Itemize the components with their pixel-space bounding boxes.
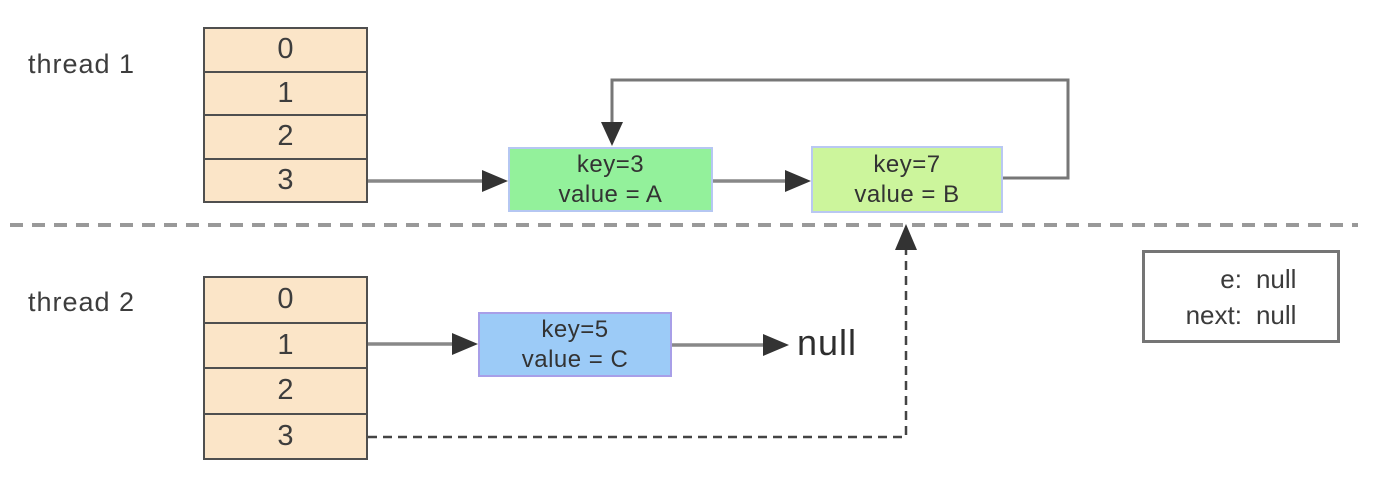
arrowhead-icon <box>601 122 623 146</box>
node-value-text: value = B <box>854 180 960 208</box>
arrowhead-icon <box>482 170 508 192</box>
arrow-node-a-to-node-b <box>713 170 811 192</box>
node-value-text: value = C <box>521 345 629 373</box>
bucket-cell: 3 <box>277 163 294 196</box>
node-key-text: key=3 <box>576 150 645 178</box>
pointer-state-grid: e: null next: null <box>1186 261 1297 333</box>
entry-node-key3: key=3 value = A <box>508 147 713 212</box>
dashed-arrow-bucket3-to-node-b <box>368 224 917 439</box>
e-pointer-value: null <box>1255 263 1297 294</box>
arrowhead-icon <box>895 224 917 250</box>
null-terminator-label: null <box>797 322 858 363</box>
arrowhead-icon <box>763 334 789 356</box>
arrow-node-c-to-null <box>672 334 789 356</box>
thread1-bucket-array: 0 1 2 3 <box>203 27 368 203</box>
entry-node-key5: key=5 value = C <box>478 312 672 377</box>
arrowhead-icon <box>785 170 811 192</box>
bucket-cell: 2 <box>205 116 366 160</box>
next-pointer-label: next: <box>1185 299 1242 330</box>
bucket-cell: 0 <box>205 278 366 324</box>
bucket-cell: 3 <box>277 419 294 452</box>
bucket-cell: 1 <box>205 73 366 116</box>
bucket-cell: 0 <box>205 29 366 73</box>
arrow-bucket1-to-node-c <box>368 333 478 355</box>
arrowhead-icon <box>452 333 478 355</box>
arrow-bucket3-to-node-a <box>368 170 508 192</box>
next-pointer-value: null <box>1255 299 1297 330</box>
pointer-state-box: e: null next: null <box>1142 250 1340 343</box>
node-key-text: key=5 <box>541 315 609 343</box>
thread1-label: thread 1 <box>28 49 136 79</box>
node-value-text: value = A <box>558 180 663 208</box>
entry-node-key7: key=7 value = B <box>811 146 1003 213</box>
loop-arrow-node-b-to-node-a <box>601 78 1070 180</box>
bucket-cell: 2 <box>205 369 366 415</box>
bucket-cell: 1 <box>205 324 366 369</box>
thread2-label: thread 2 <box>28 287 136 317</box>
thread2-bucket-array: 0 1 2 3 <box>203 276 368 460</box>
node-key-text: key=7 <box>873 150 941 178</box>
e-pointer-label: e: <box>1220 263 1242 294</box>
